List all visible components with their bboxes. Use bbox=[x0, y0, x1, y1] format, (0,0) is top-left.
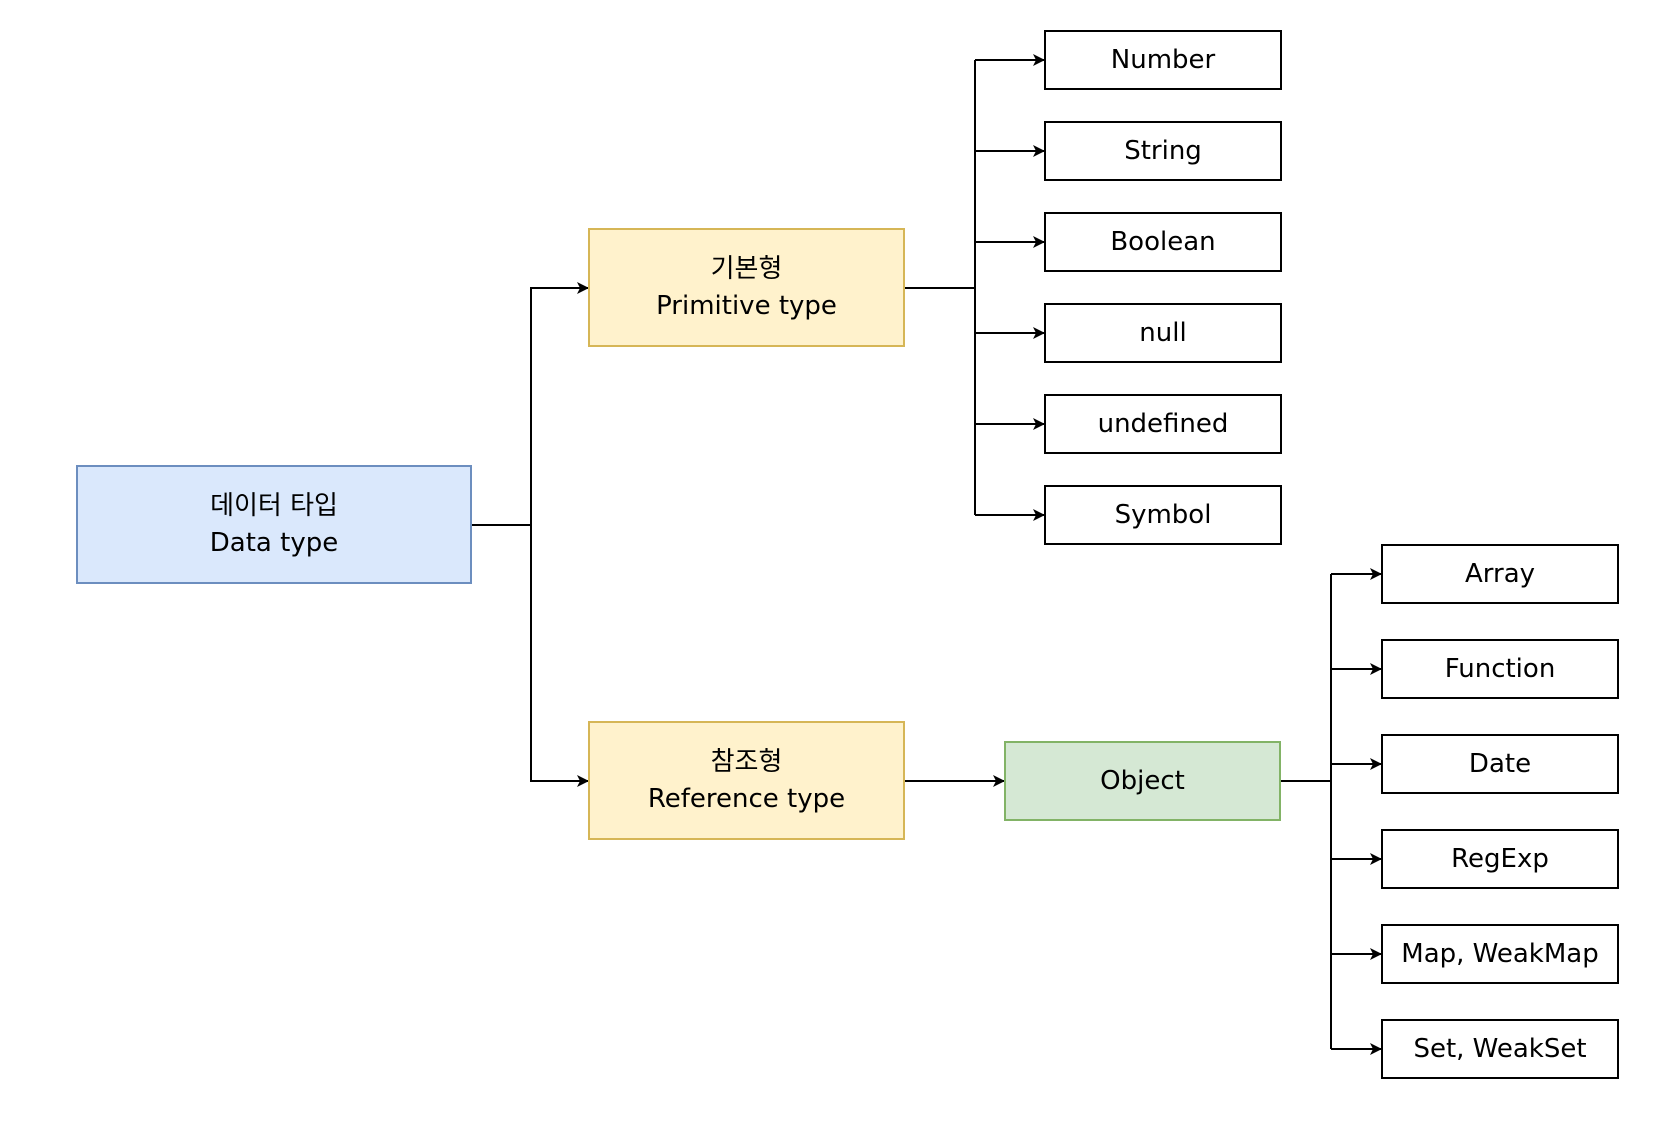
object-child-map-weakmap: Map, WeakMap bbox=[1381, 924, 1619, 984]
connector-root-to-primitive bbox=[472, 282, 589, 526]
reference-type-label-ko: 참조형 bbox=[710, 746, 783, 777]
connector-root-to-reference bbox=[530, 525, 589, 787]
object-node: Object bbox=[1004, 741, 1281, 821]
primitive-child-undefined: undefined bbox=[1044, 394, 1282, 454]
primitive-child-string: String bbox=[1044, 121, 1282, 181]
reference-type-label-en: Reference type bbox=[647, 783, 846, 814]
object-child-regexp: RegExp bbox=[1381, 829, 1619, 889]
data-type-node: 데이터 타입 Data type bbox=[76, 465, 472, 584]
primitive-type-label-en: Primitive type bbox=[656, 290, 837, 321]
primitive-child-symbol: Symbol bbox=[1044, 485, 1282, 545]
object-child-array: Array bbox=[1381, 544, 1619, 604]
object-label: Object bbox=[1100, 765, 1185, 796]
primitive-type-node: 기본형 Primitive type bbox=[588, 228, 905, 347]
object-child-date: Date bbox=[1381, 734, 1619, 794]
primitive-child-boolean: Boolean bbox=[1044, 212, 1282, 272]
object-child-set-weakset: Set, WeakSet bbox=[1381, 1019, 1619, 1079]
primitive-type-label-ko: 기본형 bbox=[710, 253, 783, 284]
data-type-label-en: Data type bbox=[209, 527, 339, 558]
primitive-child-number: Number bbox=[1044, 30, 1282, 90]
primitive-child-null: null bbox=[1044, 303, 1282, 363]
reference-type-node: 참조형 Reference type bbox=[588, 721, 905, 840]
object-child-function: Function bbox=[1381, 639, 1619, 699]
data-type-label-ko: 데이터 타입 bbox=[210, 490, 338, 521]
